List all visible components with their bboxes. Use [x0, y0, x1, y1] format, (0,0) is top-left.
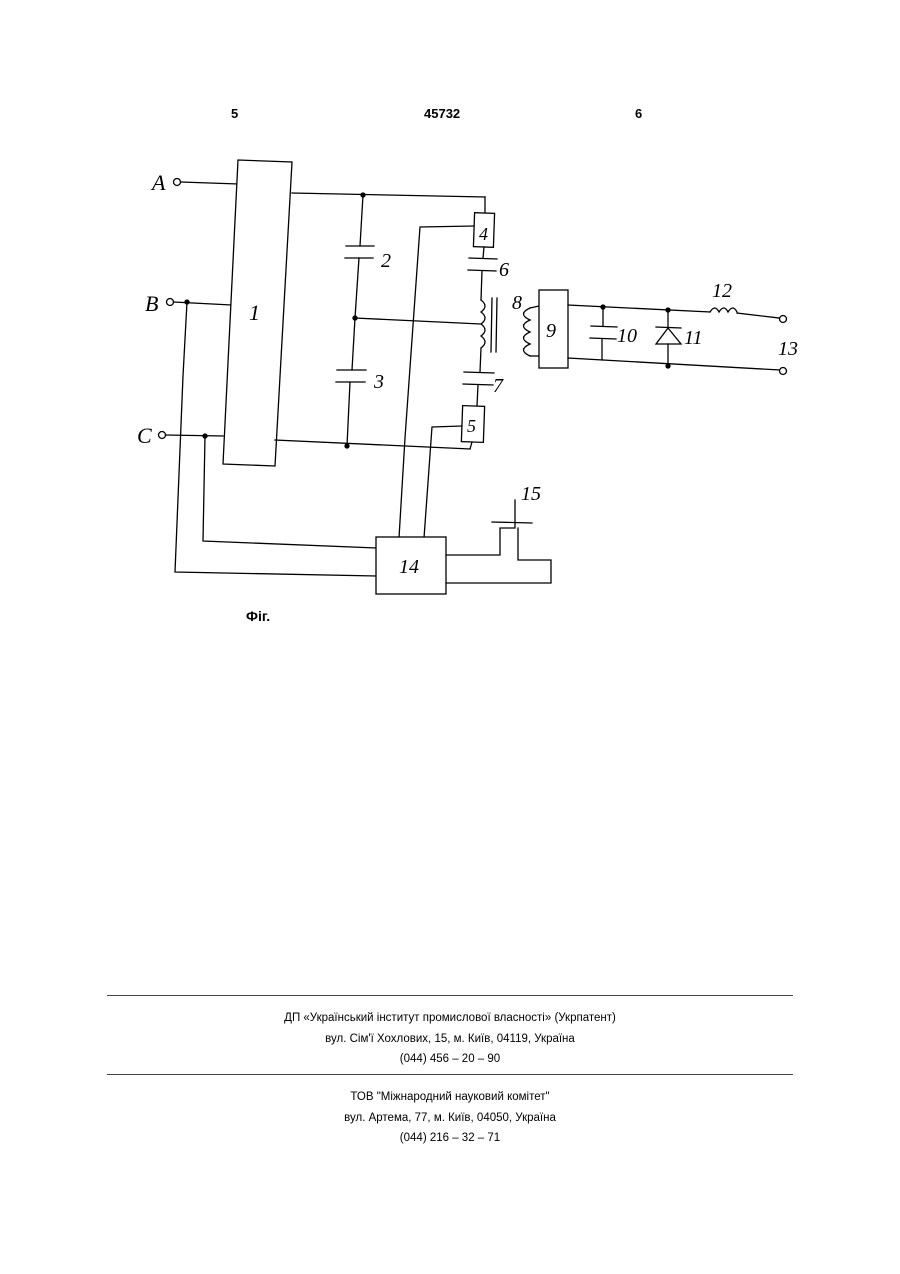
label-block-14: 14 — [399, 556, 419, 578]
capacitor-2 — [345, 195, 374, 318]
label-cap-10: 10 — [617, 325, 637, 347]
circuit-diagram: A B C 1 2 3 4 5 6 7 8 9 10 11 12 13 14 1… — [0, 0, 900, 640]
diode-11 — [656, 310, 681, 366]
capacitor-6 — [468, 258, 497, 300]
org1-phone: (044) 456 – 20 – 90 — [0, 1052, 900, 1066]
org2-name: ТОВ "Міжнародний науковий комітет" — [0, 1090, 900, 1104]
terminal-a — [174, 179, 239, 186]
terminal-c — [159, 432, 224, 439]
footer-rule-top — [107, 995, 793, 996]
label-inductor-12: 12 — [712, 280, 732, 302]
label-cap-3: 3 — [373, 371, 384, 393]
inductor-primary — [480, 300, 485, 372]
label-cap-6: 6 — [499, 259, 509, 281]
label-terminal-c: C — [137, 423, 152, 448]
footer-rule-bottom — [107, 1074, 793, 1075]
capacitor-3 — [336, 318, 366, 446]
org2-address: вул. Артема, 77, м. Київ, 04050, Україна — [0, 1111, 900, 1125]
org1-address: вул. Сім'ї Хохлових, 15, м. Київ, 04119,… — [0, 1032, 900, 1046]
label-cap-7: 7 — [493, 375, 504, 397]
label-block-1: 1 — [249, 300, 260, 325]
label-output-13: 13 — [778, 338, 798, 360]
output-terminal-bottom — [780, 368, 787, 375]
output-terminal-top — [780, 316, 787, 323]
label-switch-15: 15 — [521, 483, 541, 505]
label-diode-11: 11 — [684, 327, 703, 349]
capacitor-7 — [463, 372, 494, 406]
figure-caption: Фіг. — [246, 608, 270, 624]
label-block-5: 5 — [467, 416, 476, 436]
capacitor-10 — [590, 307, 617, 360]
switch-15 — [446, 500, 551, 583]
label-block-9: 9 — [546, 320, 556, 342]
label-coil-8: 8 — [512, 292, 522, 314]
label-cap-2: 2 — [381, 250, 391, 272]
terminal-b — [167, 299, 232, 306]
inductor-12 — [710, 308, 779, 318]
org1-name: ДП «Український інститут промислової вла… — [0, 1011, 900, 1025]
label-block-4: 4 — [479, 224, 488, 244]
coil-8 — [524, 308, 531, 356]
org2-phone: (044) 216 – 32 – 71 — [0, 1131, 900, 1145]
label-terminal-a: A — [150, 170, 166, 195]
label-terminal-b: B — [145, 291, 158, 316]
